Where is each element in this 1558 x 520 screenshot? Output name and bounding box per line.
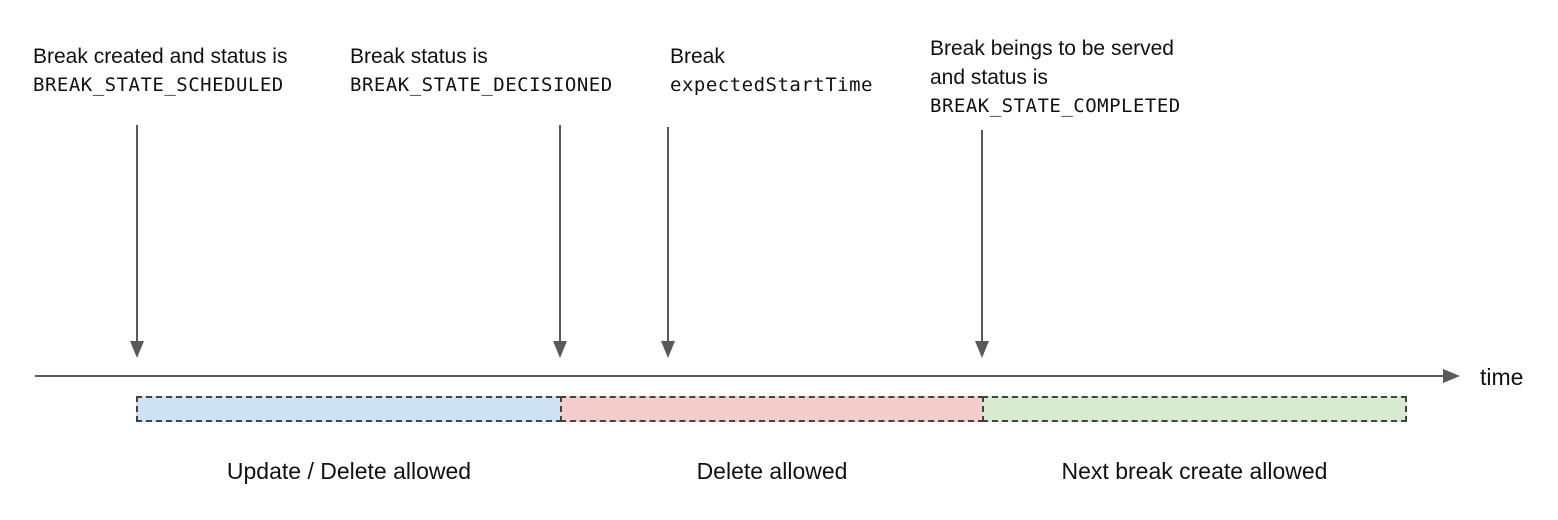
annotation-text-line: Break created and status is [33, 45, 288, 68]
down-arrow-icon [975, 130, 989, 358]
annotation-text-line: Break status is [350, 45, 488, 68]
down-arrow-icon [553, 125, 567, 358]
arrow-shaft [667, 127, 669, 341]
annotation-break-completed: Break beings to be served and status is … [930, 34, 1181, 121]
segment-next-break-create-allowed [982, 396, 1407, 422]
annotation-state-code: BREAK_STATE_DECISIONED [350, 74, 613, 96]
segment-update-delete-allowed [136, 396, 562, 422]
annotation-text-line: and status is [930, 66, 1048, 89]
down-arrow-icon [661, 127, 675, 358]
segment-label: Next break create allowed [1061, 458, 1328, 484]
annotation-break-created: Break created and status is BREAK_STATE_… [33, 42, 287, 100]
segment-label: Delete allowed [696, 458, 848, 484]
arrow-head-icon [975, 341, 989, 358]
time-axis-label: time [1480, 364, 1524, 390]
arrow-head-icon [130, 341, 144, 358]
arrow-head-icon [661, 341, 675, 358]
time-axis-line [35, 375, 1445, 377]
annotation-break-decisioned: Break status is BREAK_STATE_DECISIONED [350, 42, 613, 100]
arrow-shaft [136, 125, 138, 341]
segment-label: Update / Delete allowed [226, 458, 472, 484]
down-arrow-icon [130, 125, 144, 358]
right-arrow-icon [1443, 369, 1460, 383]
annotation-field-code: expectedStartTime [670, 74, 873, 96]
arrow-head-icon [553, 341, 567, 358]
arrow-shaft [559, 125, 561, 341]
annotation-state-code: BREAK_STATE_SCHEDULED [33, 74, 284, 96]
segment-delete-allowed [560, 396, 984, 422]
annotation-text-line: Break [670, 45, 725, 68]
annotation-text-line: Break beings to be served [930, 37, 1174, 60]
annotation-expected-start-time: Break expectedStartTime [670, 42, 873, 100]
annotation-state-code: BREAK_STATE_COMPLETED [930, 95, 1181, 117]
arrow-shaft [981, 130, 983, 341]
